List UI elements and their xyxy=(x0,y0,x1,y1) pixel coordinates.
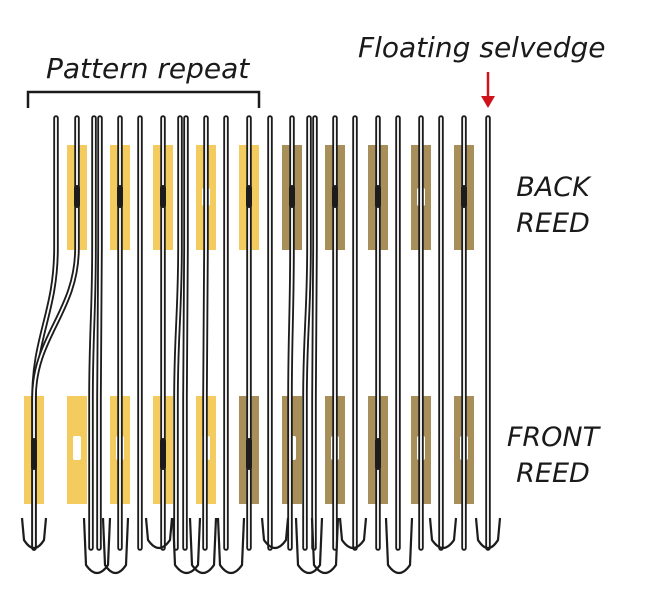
warp-thread xyxy=(302,115,312,551)
pattern-repeat-label: Pattern repeat xyxy=(46,52,250,85)
thread-loop xyxy=(171,517,202,575)
thread-loop xyxy=(101,517,130,575)
thread-loop xyxy=(20,517,48,550)
thread-loop xyxy=(82,517,112,575)
back-reed-label: BACK REED xyxy=(498,170,608,242)
warp-thread xyxy=(182,115,189,551)
dent-hole xyxy=(73,436,81,460)
threaded-hole xyxy=(289,185,295,208)
threaded-hole xyxy=(461,185,467,208)
selvedge-arrow-head xyxy=(481,96,495,108)
thread-loop xyxy=(144,517,174,550)
threaded-hole xyxy=(246,185,252,208)
threaded-hole xyxy=(246,438,252,470)
warp-thread xyxy=(31,115,80,551)
thread-loop xyxy=(428,517,458,550)
back-reed-label-line1: BACK xyxy=(516,172,590,203)
thread-loop xyxy=(474,517,502,550)
threaded-hole xyxy=(31,438,37,470)
front-reed-label: FRONT REED xyxy=(498,420,608,492)
warp-thread xyxy=(96,115,103,551)
warp-thread xyxy=(173,115,183,551)
front-reed-label-line1: FRONT xyxy=(506,422,600,453)
threaded-hole xyxy=(375,185,381,208)
thread-loop xyxy=(384,517,414,575)
threaded-hole xyxy=(375,438,381,470)
back-reed-label-line2: REED xyxy=(516,208,590,239)
warp-thread xyxy=(287,115,295,551)
thread-loop xyxy=(294,517,324,575)
thread-loop xyxy=(338,517,368,550)
threaded-hole xyxy=(117,185,123,208)
front-reed-dent xyxy=(67,396,87,504)
threaded-hole xyxy=(74,185,80,208)
annotations xyxy=(26,72,495,108)
warp-thread xyxy=(202,115,209,551)
warp-thread xyxy=(88,115,97,551)
front-reed-label-line2: REED xyxy=(516,458,590,489)
threaded-hole xyxy=(332,185,338,208)
threaded-hole xyxy=(160,438,166,470)
threaded-hole xyxy=(160,185,166,208)
warp-threads xyxy=(20,115,502,575)
thread-loop xyxy=(310,517,340,575)
thread-loop xyxy=(216,517,246,575)
pattern-repeat-bracket xyxy=(26,90,261,108)
thread-loop xyxy=(260,517,290,550)
thread-loop xyxy=(188,517,218,575)
floating-selvedge-label: Floating selvedge xyxy=(358,31,606,64)
warp-thread xyxy=(311,115,318,551)
